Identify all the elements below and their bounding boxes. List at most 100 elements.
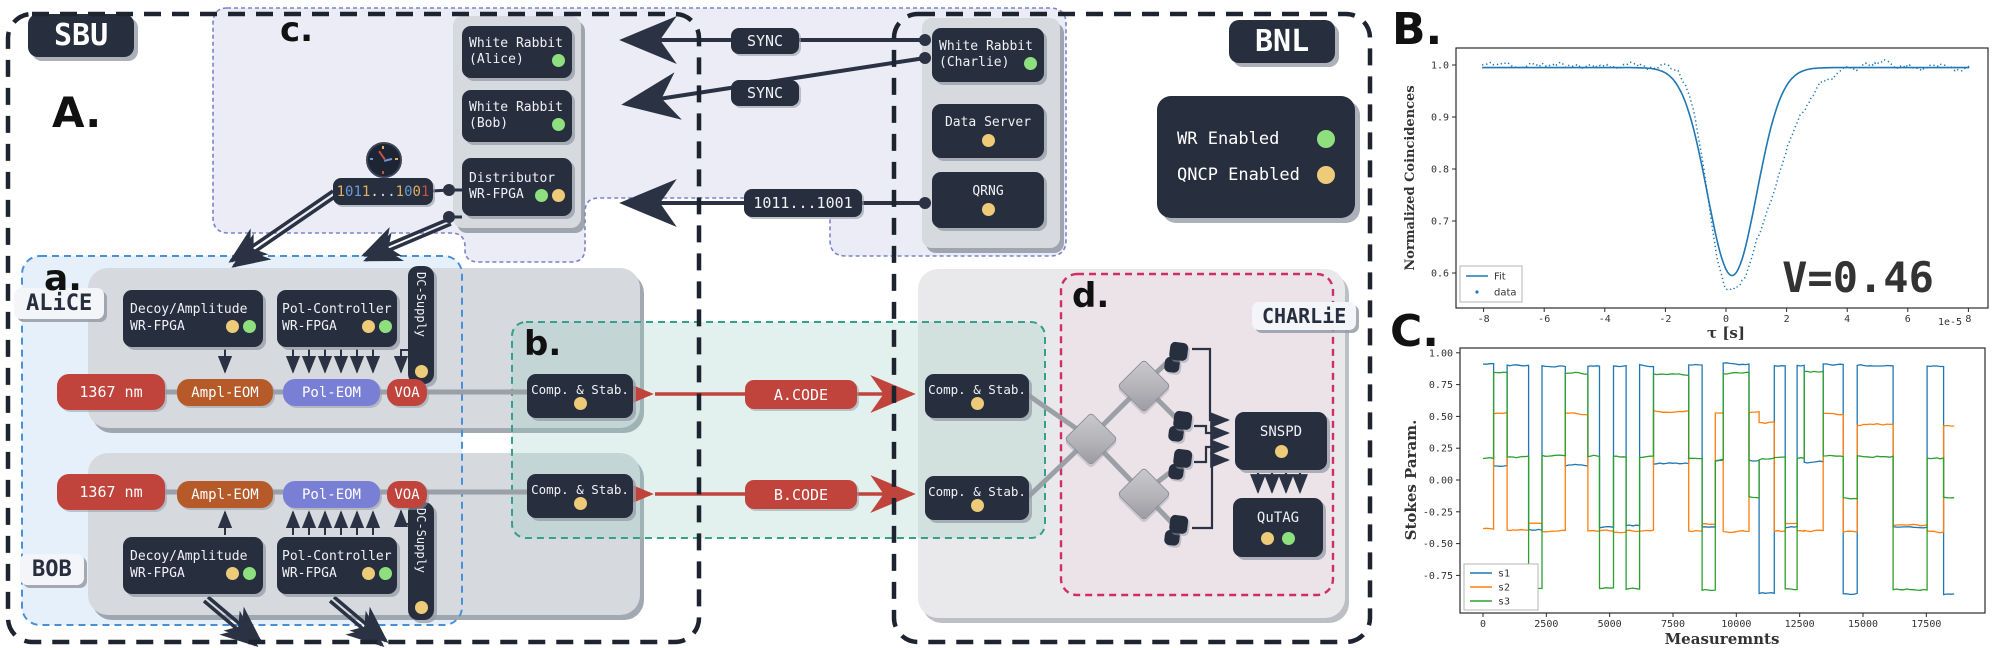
wr-status-led [243, 567, 256, 581]
alice-pol-controller-box: Pol-Controller WR-FPGA [277, 290, 397, 347]
white-rabbit-alice-box: White Rabbit (Alice) [462, 26, 572, 78]
device-sublabel: (Charlie) [939, 55, 1010, 70]
bnl-site-badge: BNL [1229, 20, 1336, 63]
device-sublabel: WR-FPGA [282, 318, 337, 334]
bob-dc-supply-box: DC-Supply [408, 502, 434, 620]
qncp-status-led [362, 320, 375, 334]
panel-label-C: C. [1390, 306, 1440, 357]
a-code-label: A.CODE [773, 385, 829, 404]
qncp-status-led [552, 188, 565, 202]
comp-stab-bob-rx: Comp. & Stab. [925, 476, 1029, 520]
bob-ampl-eom-chip: Ampl-EOM [177, 481, 273, 508]
bob-pol-eom-chip: Pol-EOM [283, 481, 380, 508]
code-arrows [608, 375, 916, 513]
svg-text:0: 0 [1480, 619, 1486, 630]
alice-ampl-eom-chip: Ampl-EOM [177, 379, 273, 406]
wr-status-led [379, 320, 392, 334]
svg-text:0.9: 0.9 [1431, 113, 1449, 124]
svg-text:0: 0 [1723, 314, 1729, 325]
pol-eom-label: Pol-EOM [301, 486, 361, 503]
pol-eom-label: Pol-EOM [301, 384, 361, 401]
bob-tag: BOB [20, 554, 84, 585]
svg-text:1.00: 1.00 [1429, 348, 1453, 359]
svg-text:Stokes Param.: Stokes Param. [1402, 420, 1420, 541]
svg-text:2500: 2500 [1534, 619, 1558, 630]
panel-label-B: B. [1392, 4, 1443, 55]
qncp-status-led [573, 497, 587, 511]
white-rabbit-bob-box: White Rabbit (Bob) [462, 90, 572, 142]
data-server-box: Data Server [932, 104, 1044, 158]
qncp-status-led [414, 365, 428, 378]
device-label: DC-Supply [414, 508, 428, 574]
snspd-box: SNSPD [1235, 412, 1327, 470]
sync-arrows [619, 15, 926, 227]
device-label: QuTAG [1256, 510, 1300, 527]
svg-text:s3: s3 [1498, 597, 1510, 608]
laser-label: 1367 nm [79, 483, 143, 501]
device-label: QRNG [972, 183, 1004, 199]
panel-label-d: d. [1072, 276, 1110, 316]
svg-text:2: 2 [1784, 314, 1790, 325]
a-code-badge: A.CODE [745, 380, 857, 409]
device-label: White Rabbit [469, 99, 563, 115]
device-label: Comp. & Stab. [531, 481, 629, 497]
ampl-eom-label: Ampl-EOM [191, 486, 259, 503]
qncp-status-led [970, 499, 984, 513]
svg-text:-4: -4 [1599, 314, 1611, 325]
svg-text:-0.75: -0.75 [1423, 571, 1453, 582]
sync-badge-2: SYNC [731, 80, 799, 106]
voa-label: VOA [394, 384, 420, 401]
sync-badge-1: SYNC [731, 28, 799, 54]
device-sublabel: WR-FPGA [130, 565, 185, 581]
alice-voa-chip: VOA [387, 379, 427, 406]
svg-text:Measuremnts: Measuremnts [1665, 630, 1780, 648]
qncp-status-led [1261, 531, 1274, 545]
svg-text:V=0.46: V=0.46 [1782, 253, 1934, 302]
svg-text:0.7: 0.7 [1431, 217, 1449, 228]
device-sublabel: WR-FPGA [282, 565, 337, 581]
device-label: Comp. & Stab. [928, 483, 1026, 499]
svg-text:5000: 5000 [1598, 619, 1622, 630]
wr-status-led [1282, 531, 1295, 545]
svg-text:s1: s1 [1498, 569, 1510, 580]
clock-icon [366, 142, 402, 178]
wr-status-led [552, 117, 565, 131]
b-code-label: B.CODE [773, 485, 829, 504]
device-sublabel: WR-FPGA [130, 318, 185, 334]
qncp-status-led [226, 567, 239, 581]
wr-status-led [1024, 56, 1037, 70]
qncp-enabled-led [1317, 166, 1335, 184]
voa-label: VOA [394, 486, 420, 503]
svg-text:7500: 7500 [1661, 619, 1685, 630]
qncp-status-led [573, 397, 587, 411]
qncp-status-led [981, 203, 995, 217]
sync-label: SYNC [746, 84, 784, 102]
alice-laser-chip: 1367 nm [57, 374, 165, 410]
svg-text:8: 8 [1965, 314, 1971, 325]
qncp-enabled-label: QNCP Enabled [1177, 165, 1300, 185]
panel-label-b: b. [524, 324, 562, 364]
alice-decoy-fpga-box: Decoy/Amplitude WR-FPGA [123, 290, 263, 347]
svg-text:4: 4 [1844, 314, 1850, 325]
device-label: Decoy/Amplitude [130, 549, 248, 565]
comp-stab-bob-tx: Comp. & Stab. [527, 474, 633, 518]
qrng-box: QRNG [932, 172, 1044, 228]
svg-text:data: data [1494, 288, 1517, 299]
bitstream-colored-label: 1011...1001 [336, 183, 430, 200]
qncp-status-led [414, 601, 428, 614]
white-rabbit-charlie-box: White Rabbit (Charlie) [932, 28, 1044, 82]
device-label: White Rabbit [939, 38, 1033, 54]
bitstream-label: 1011...1001 [753, 194, 853, 212]
qncp-status-led [226, 320, 239, 334]
svg-text:-0.25: -0.25 [1423, 507, 1453, 518]
bob-decoy-fpga-box: Decoy/Amplitude WR-FPGA [123, 537, 263, 594]
comp-stab-alice-rx: Comp. & Stab. [925, 374, 1029, 418]
svg-text:-2: -2 [1659, 314, 1671, 325]
laser-label: 1367 nm [79, 383, 143, 401]
device-label: SNSPD [1259, 424, 1303, 441]
svg-text:0.75: 0.75 [1429, 380, 1453, 391]
wr-enabled-label: WR Enabled [1177, 129, 1280, 149]
qncp-status-led [1274, 444, 1288, 458]
device-label: Pol-Controller [282, 549, 392, 565]
